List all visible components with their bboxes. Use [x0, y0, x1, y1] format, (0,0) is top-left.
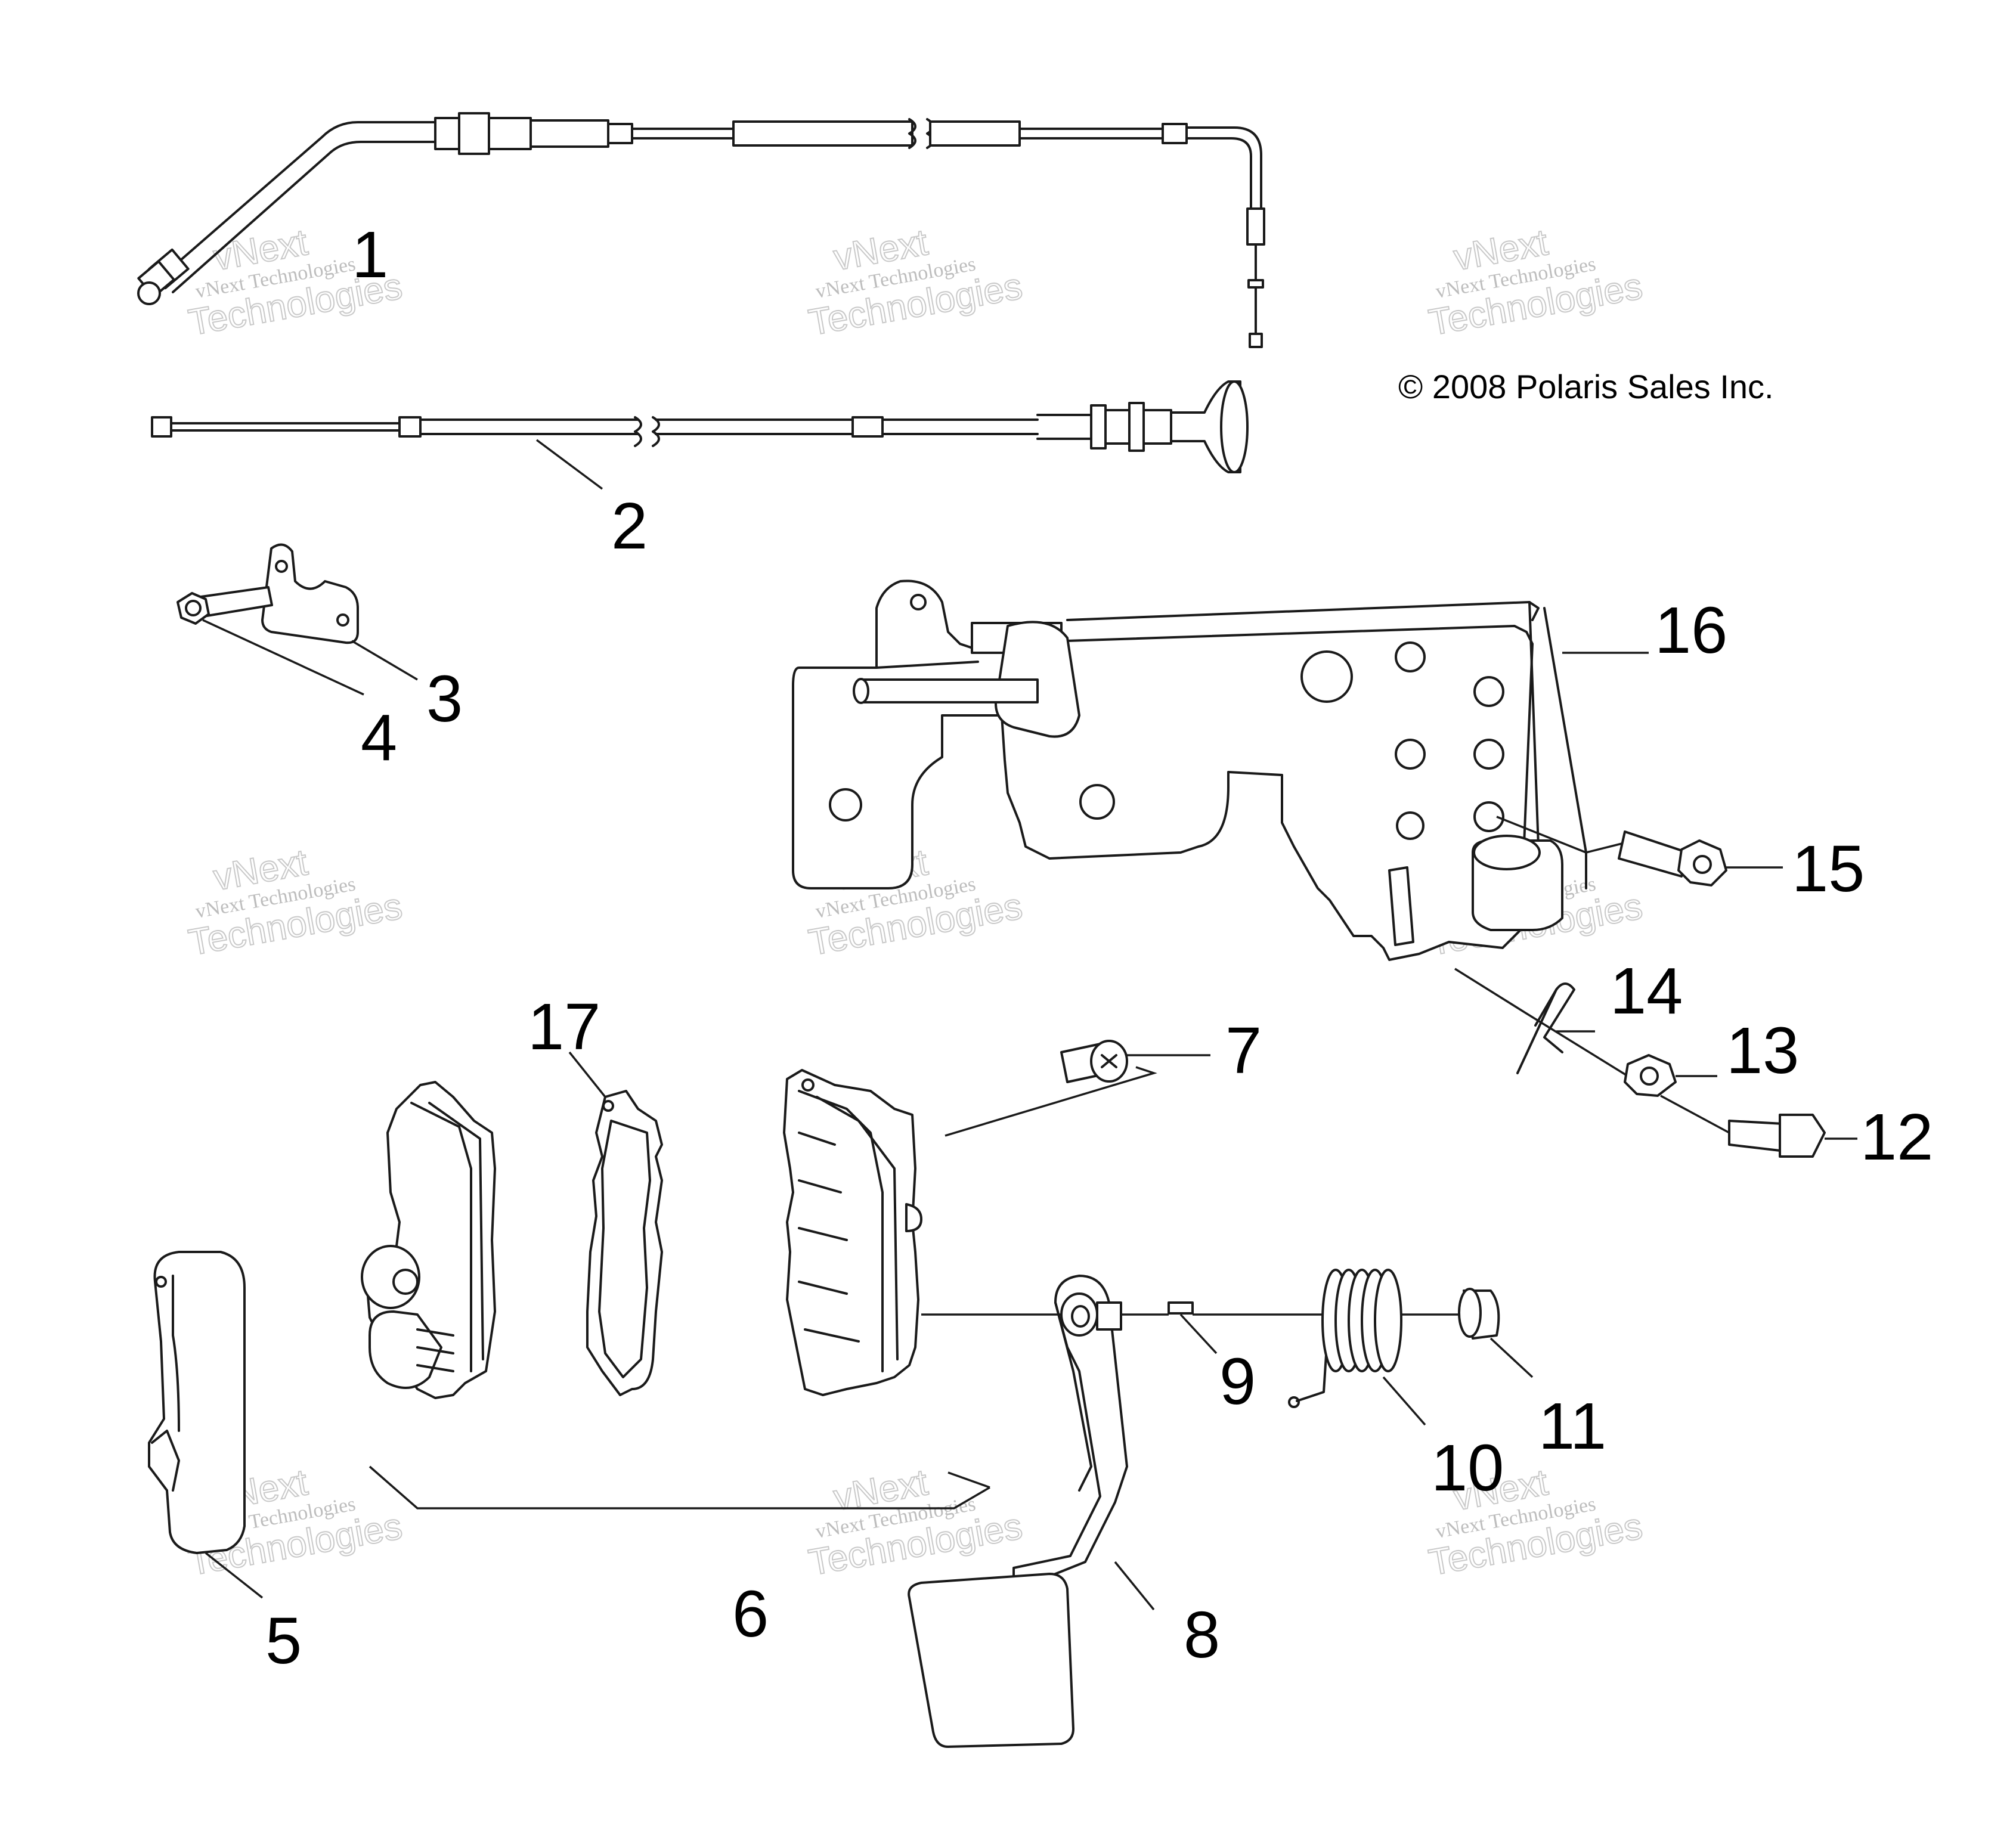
part-17-gasket [586, 1090, 663, 1396]
part-9-key [1168, 1301, 1194, 1315]
leader-12a [1660, 1095, 1730, 1134]
copyright-notice: © 2008 Polaris Sales Inc. [1398, 368, 1774, 405]
leader-8 [1114, 1561, 1155, 1611]
leader-9 [1179, 1313, 1218, 1354]
part-3-bracket [261, 543, 359, 644]
part-6-housing-right [783, 1069, 922, 1396]
leader-11 [1489, 1337, 1534, 1378]
part-4-bolt [176, 586, 273, 625]
part-12-bolt [1728, 1114, 1826, 1158]
part-16-main-bracket [792, 579, 1587, 961]
part-11-bushing [1458, 1288, 1500, 1340]
part-6-housing-left [361, 1081, 496, 1399]
part-15-bolt [1618, 830, 1727, 886]
callout-13: 13 [1726, 1014, 1799, 1087]
leader-15a [1496, 816, 1622, 854]
callout-15: 15 [1792, 832, 1865, 906]
part-5-cover [148, 1251, 246, 1554]
callout-numbers: 1 2 3 4 5 6 7 8 9 10 11 12 13 14 15 16 1… [265, 218, 1933, 1678]
leader-5 [205, 1552, 264, 1599]
leader-6 [368, 1465, 990, 1509]
part-13-nut [1624, 1054, 1677, 1097]
leader-7a [944, 1066, 1157, 1137]
part-7-screw [1060, 1040, 1128, 1083]
leader-10 [1382, 1376, 1426, 1426]
leader-17 [568, 1051, 606, 1098]
callout-9: 9 [1219, 1345, 1256, 1418]
callout-4: 4 [361, 701, 397, 774]
callout-14: 14 [1610, 954, 1683, 1028]
callout-1: 1 [352, 218, 388, 292]
part-10-spring [1288, 1269, 1402, 1408]
callout-11: 11 [1538, 1390, 1606, 1463]
part-8-brake-pedal [908, 1275, 1128, 1748]
callout-3: 3 [426, 662, 463, 736]
callout-8: 8 [1184, 1598, 1220, 1672]
part-14-clip [1516, 982, 1575, 1074]
part-2-choke-cable [151, 380, 1249, 473]
leader-2 [535, 439, 603, 490]
leader-3 [351, 640, 418, 681]
callout-12: 12 [1860, 1101, 1933, 1174]
callout-5: 5 [265, 1604, 302, 1678]
callout-7: 7 [1225, 1014, 1262, 1087]
leader-13a [1454, 968, 1628, 1077]
callout-16: 16 [1655, 594, 1727, 667]
callout-17: 17 [528, 990, 600, 1064]
part-1-throttle-cable [137, 112, 1265, 348]
leader-4 [202, 619, 364, 696]
callout-6: 6 [732, 1577, 769, 1651]
callout-2: 2 [611, 489, 648, 563]
callout-10: 10 [1431, 1431, 1504, 1505]
